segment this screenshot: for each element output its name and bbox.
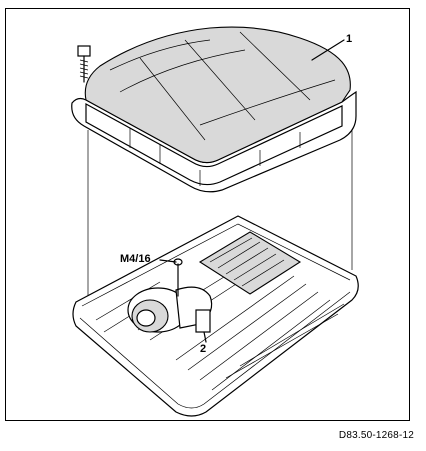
filter-grille [198, 231, 302, 295]
tray-outline [72, 215, 359, 417]
leader-part1 [311, 39, 345, 61]
label-m4-16: M4/16 [120, 253, 151, 265]
leader-part2 [203, 331, 207, 343]
label-part1: 1 [346, 33, 352, 45]
cover-assembly [71, 26, 357, 193]
drawing-frame [5, 8, 410, 421]
leader-m4 [159, 259, 177, 263]
screw-m4 [159, 258, 183, 297]
label-part2: 2 [200, 343, 206, 355]
cover-sidewall [85, 102, 343, 186]
cover-dome [84, 26, 351, 164]
blower-motor [127, 286, 213, 333]
figure-caption: D83.50-1268-12 [338, 430, 414, 441]
alignment-lines [87, 130, 353, 300]
bolt-top [77, 45, 91, 83]
base-tray [72, 215, 359, 417]
